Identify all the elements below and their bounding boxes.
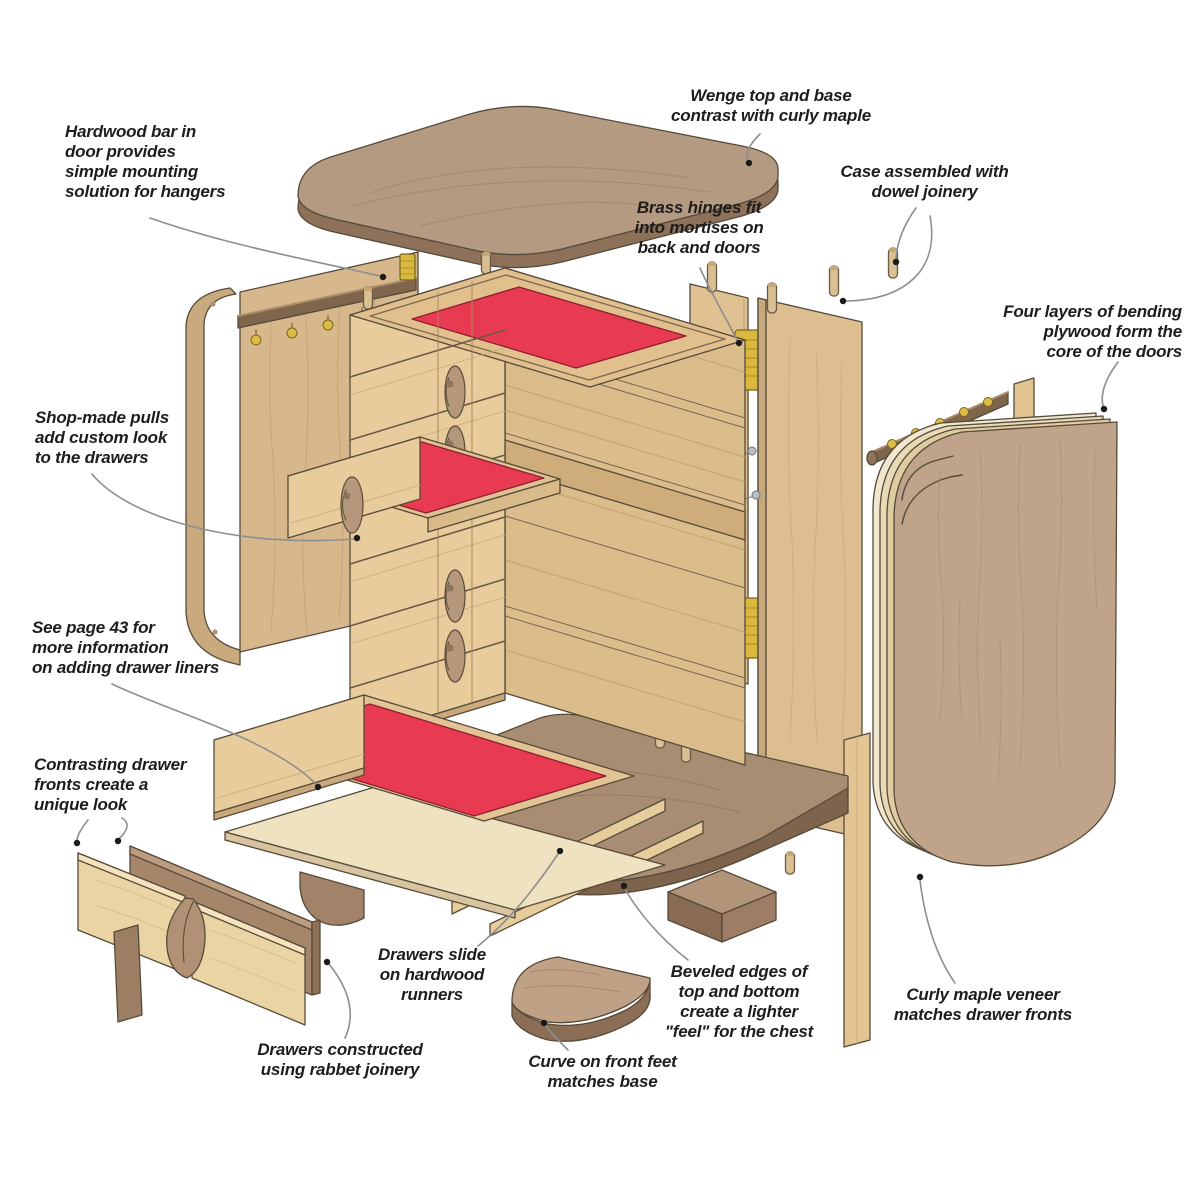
leader-hardwood-bar (149, 217, 381, 277)
right-door-veneer (893, 421, 1118, 867)
leader-drawers-slide (477, 853, 559, 947)
leader-beveled (624, 888, 689, 961)
leader-front-feet (544, 1024, 569, 1051)
top-tray-liner (411, 286, 687, 369)
leader-case-dowels-2 (845, 215, 933, 302)
leader-brass-hinges (699, 267, 738, 341)
annotation-drawers-slide: Drawers slide on hardwood runners (378, 945, 486, 1005)
leader-contrasting-1 (76, 819, 89, 842)
leader-arrow-dots (73, 159, 1108, 1027)
drawer-foot-bracket (299, 871, 365, 926)
annotation-contrasting: Contrasting drawer fronts create a uniqu… (34, 755, 187, 815)
annotation-hardwood-bar: Hardwood bar in door provides simple mou… (65, 122, 226, 202)
annotation-rabbet: Drawers constructed using rabbet joinery (257, 1040, 423, 1080)
leader-four-layers (1101, 361, 1119, 407)
leader-shop-pulls (91, 473, 355, 542)
annotation-front-feet: Curve on front feet matches base (528, 1052, 677, 1092)
jewelry-case (349, 267, 746, 766)
wenge-top-panel (297, 105, 779, 269)
leader-rabbet (328, 963, 352, 1039)
annotation-curly-maple: Curly maple veneer matches drawer fronts (893, 985, 1073, 1025)
drawer-middle-open (287, 436, 561, 539)
leader-case-dowels-1 (895, 207, 917, 260)
leader-curly-maple (919, 879, 956, 984)
drawer-bottom-open (213, 694, 666, 926)
annotation-beveled: Beveled edges of top and bottom create a… (664, 962, 814, 1042)
back-panel (737, 297, 863, 839)
drawer-parts (77, 845, 321, 1026)
leader-drawer-liners (111, 683, 317, 785)
annotation-case-dowels: Case assembled with dowel joinery (840, 162, 1009, 202)
leader-lines (76, 133, 1119, 1051)
pull-cutout (165, 897, 206, 979)
leader-wenge-top (746, 133, 761, 162)
annotation-wenge-top: Wenge top and base contrast with curly m… (671, 86, 871, 126)
door-hinge (399, 253, 416, 281)
rear-foot (667, 869, 777, 943)
annotation-drawer-liners: See page 43 for more information on addi… (32, 618, 220, 678)
leader-contrasting-2 (118, 817, 128, 840)
annotation-four-layers: Four layers of bending plywood form the … (1003, 302, 1182, 362)
annotation-shop-pulls: Shop-made pulls add custom look to the d… (35, 408, 169, 468)
annotation-brass-hinges: Brass hinges fit into mortises on back a… (634, 198, 764, 258)
